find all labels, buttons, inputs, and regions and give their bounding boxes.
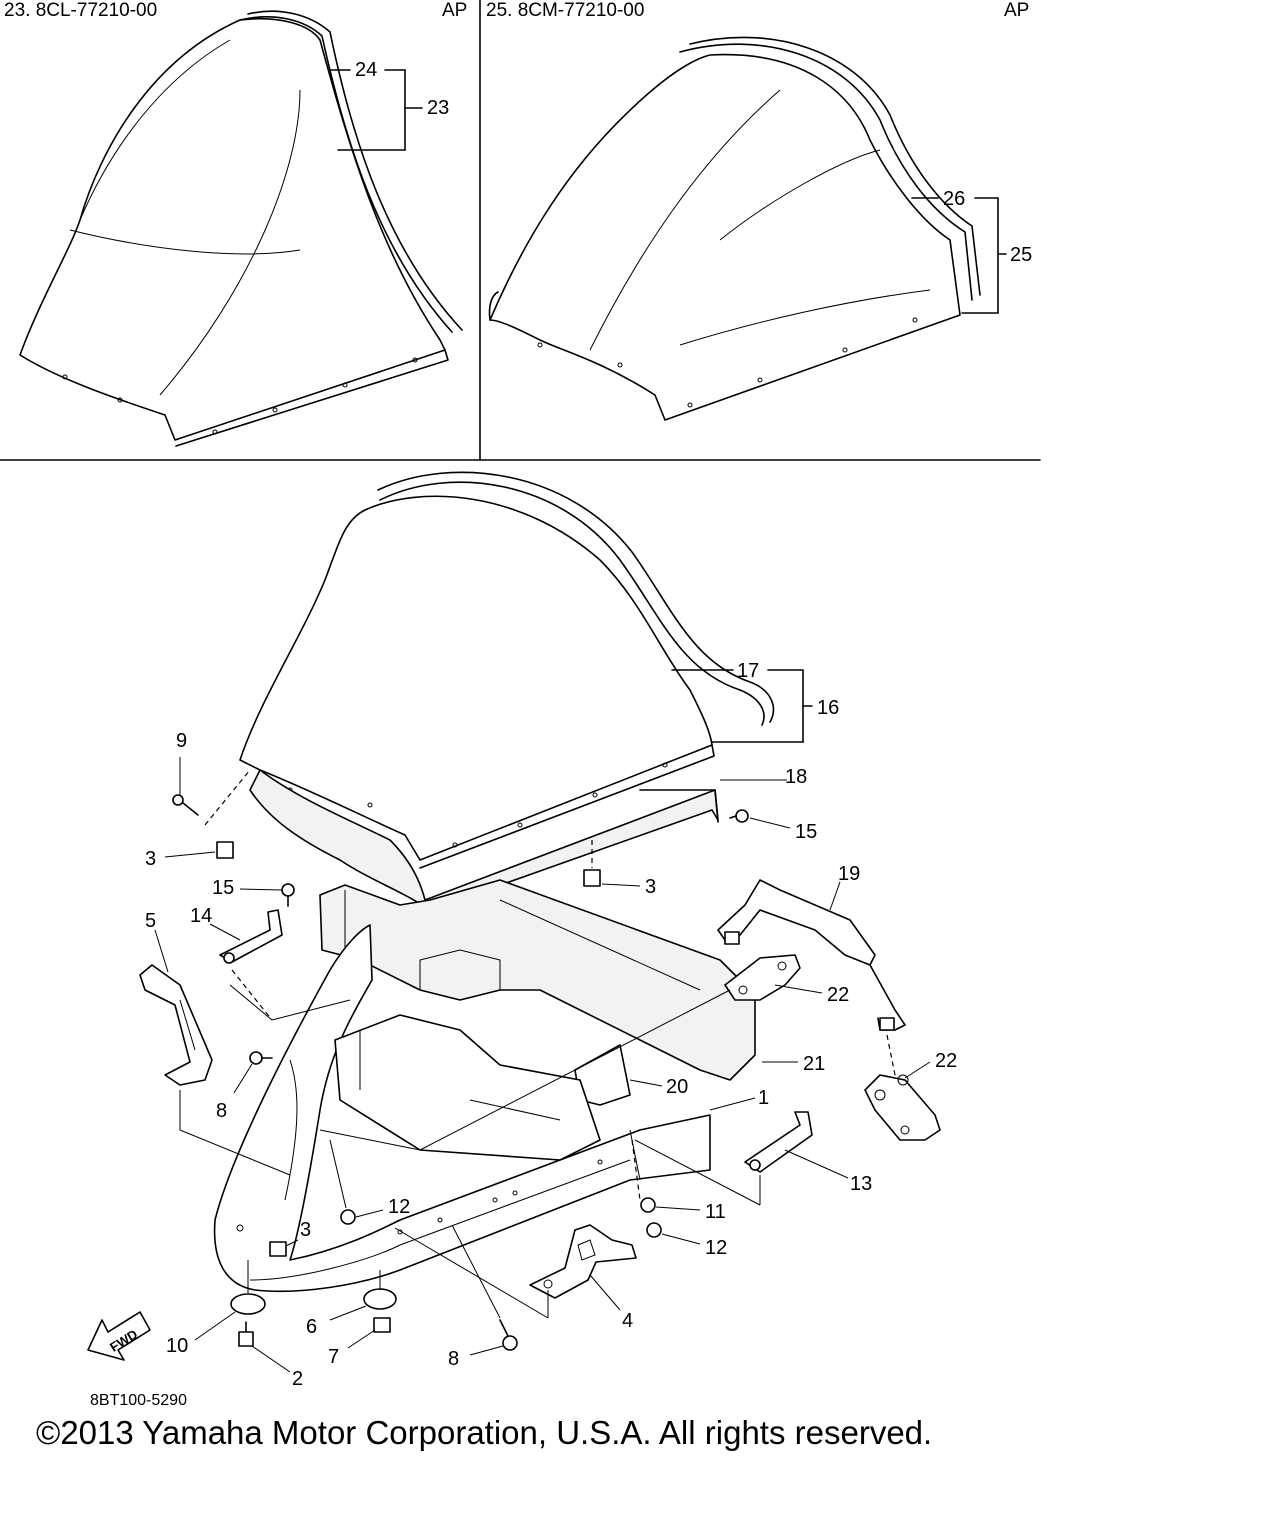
- bolt-15-left: [239, 883, 295, 907]
- stay-13: [744, 1111, 849, 1205]
- left-panel-header: 23. 8CL-77210-00: [4, 0, 158, 21]
- label-3-upper: 3: [145, 848, 156, 870]
- damper-10: [194, 1260, 266, 1341]
- callout-24-23: [329, 69, 423, 151]
- guide-line-1: [179, 1129, 291, 1176]
- label-19: 19: [838, 863, 860, 885]
- label-2: 2: [292, 1368, 303, 1390]
- plate-22-lower: [864, 1061, 941, 1141]
- stay-19: [717, 879, 906, 1101]
- left-panel-tag: AP: [442, 0, 468, 21]
- guide-line-6: [271, 999, 351, 1021]
- guide-line-3: [419, 989, 731, 1151]
- windscreen-23: [19, 10, 463, 447]
- windscreen-25: [488, 36, 981, 421]
- nut-3-lower: [269, 1239, 299, 1257]
- label-6: 6: [306, 1316, 317, 1338]
- label-15-left: 15: [212, 877, 234, 899]
- label-17: 17: [737, 660, 759, 682]
- label-5: 5: [145, 910, 156, 932]
- label-3-lower: 3: [300, 1219, 311, 1241]
- label-12-right: 12: [705, 1237, 727, 1259]
- label-25: 25: [1010, 244, 1032, 266]
- copyright-notice: ©2013 Yamaha Motor Corporation, U.S.A. A…: [36, 1414, 933, 1451]
- bracket-4: [529, 1224, 637, 1318]
- label-7: 7: [328, 1346, 339, 1368]
- label-13: 13: [850, 1173, 872, 1195]
- nut-7: [347, 1317, 391, 1349]
- label-8-lower: 8: [448, 1348, 459, 1370]
- bolt-15-right: [729, 809, 791, 829]
- callout-17-16: [671, 669, 813, 743]
- label-10: 10: [166, 1335, 188, 1357]
- label-8-upper: 8: [216, 1100, 227, 1122]
- label-18: 18: [785, 766, 807, 788]
- label-20: 20: [666, 1076, 688, 1098]
- right-panel-header: 25. 8CM-77210-00: [486, 0, 645, 21]
- windscreen-16: [239, 471, 775, 869]
- label-3-middle: 3: [645, 876, 656, 898]
- label-12-left: 12: [388, 1196, 410, 1218]
- bolt-9: [172, 757, 251, 826]
- damper-6: [329, 1270, 397, 1321]
- callout-26-25: [911, 197, 1007, 314]
- guide-line-2: [394, 1227, 549, 1319]
- nut-12-right: [646, 1222, 701, 1245]
- label-22-upper: 22: [827, 984, 849, 1006]
- diagram-code: 8BT100-5290: [90, 1392, 187, 1409]
- stay-14: [209, 909, 283, 1021]
- guide-line-5: [229, 984, 273, 1021]
- duct-20: [574, 1044, 663, 1106]
- label-11: 11: [705, 1201, 726, 1223]
- bolt-2: [238, 1321, 291, 1373]
- bolt-8-lower: [451, 1224, 518, 1356]
- bracket-5: [139, 929, 213, 1130]
- inner-box: [319, 1014, 601, 1161]
- label-16: 16: [817, 697, 839, 719]
- lower-cowling-1: [213, 924, 756, 1293]
- duct-21: [319, 879, 798, 1081]
- nut-3-middle: [583, 840, 641, 887]
- plate-22-upper: [724, 954, 823, 1001]
- guide-line-4: [634, 1139, 761, 1206]
- bolt-8-upper: [233, 1051, 273, 1094]
- label-4: 4: [622, 1310, 633, 1332]
- fwd-arrow-icon: FWD: [87, 1311, 151, 1361]
- grommet-11: [640, 1197, 701, 1213]
- label-1: 1: [758, 1087, 769, 1109]
- label-22-lower: 22: [935, 1050, 957, 1072]
- label-24: 24: [355, 59, 377, 81]
- right-panel-tag: AP: [1004, 0, 1030, 21]
- label-9: 9: [176, 730, 187, 752]
- nut-12-left: [329, 1139, 384, 1225]
- label-21: 21: [803, 1053, 825, 1075]
- label-23: 23: [427, 97, 449, 119]
- label-14: 14: [190, 905, 212, 927]
- nut-3-upper: [164, 841, 234, 859]
- inner-panel-18: [249, 769, 787, 911]
- label-15-right: 15: [795, 821, 817, 843]
- label-26: 26: [943, 188, 965, 210]
